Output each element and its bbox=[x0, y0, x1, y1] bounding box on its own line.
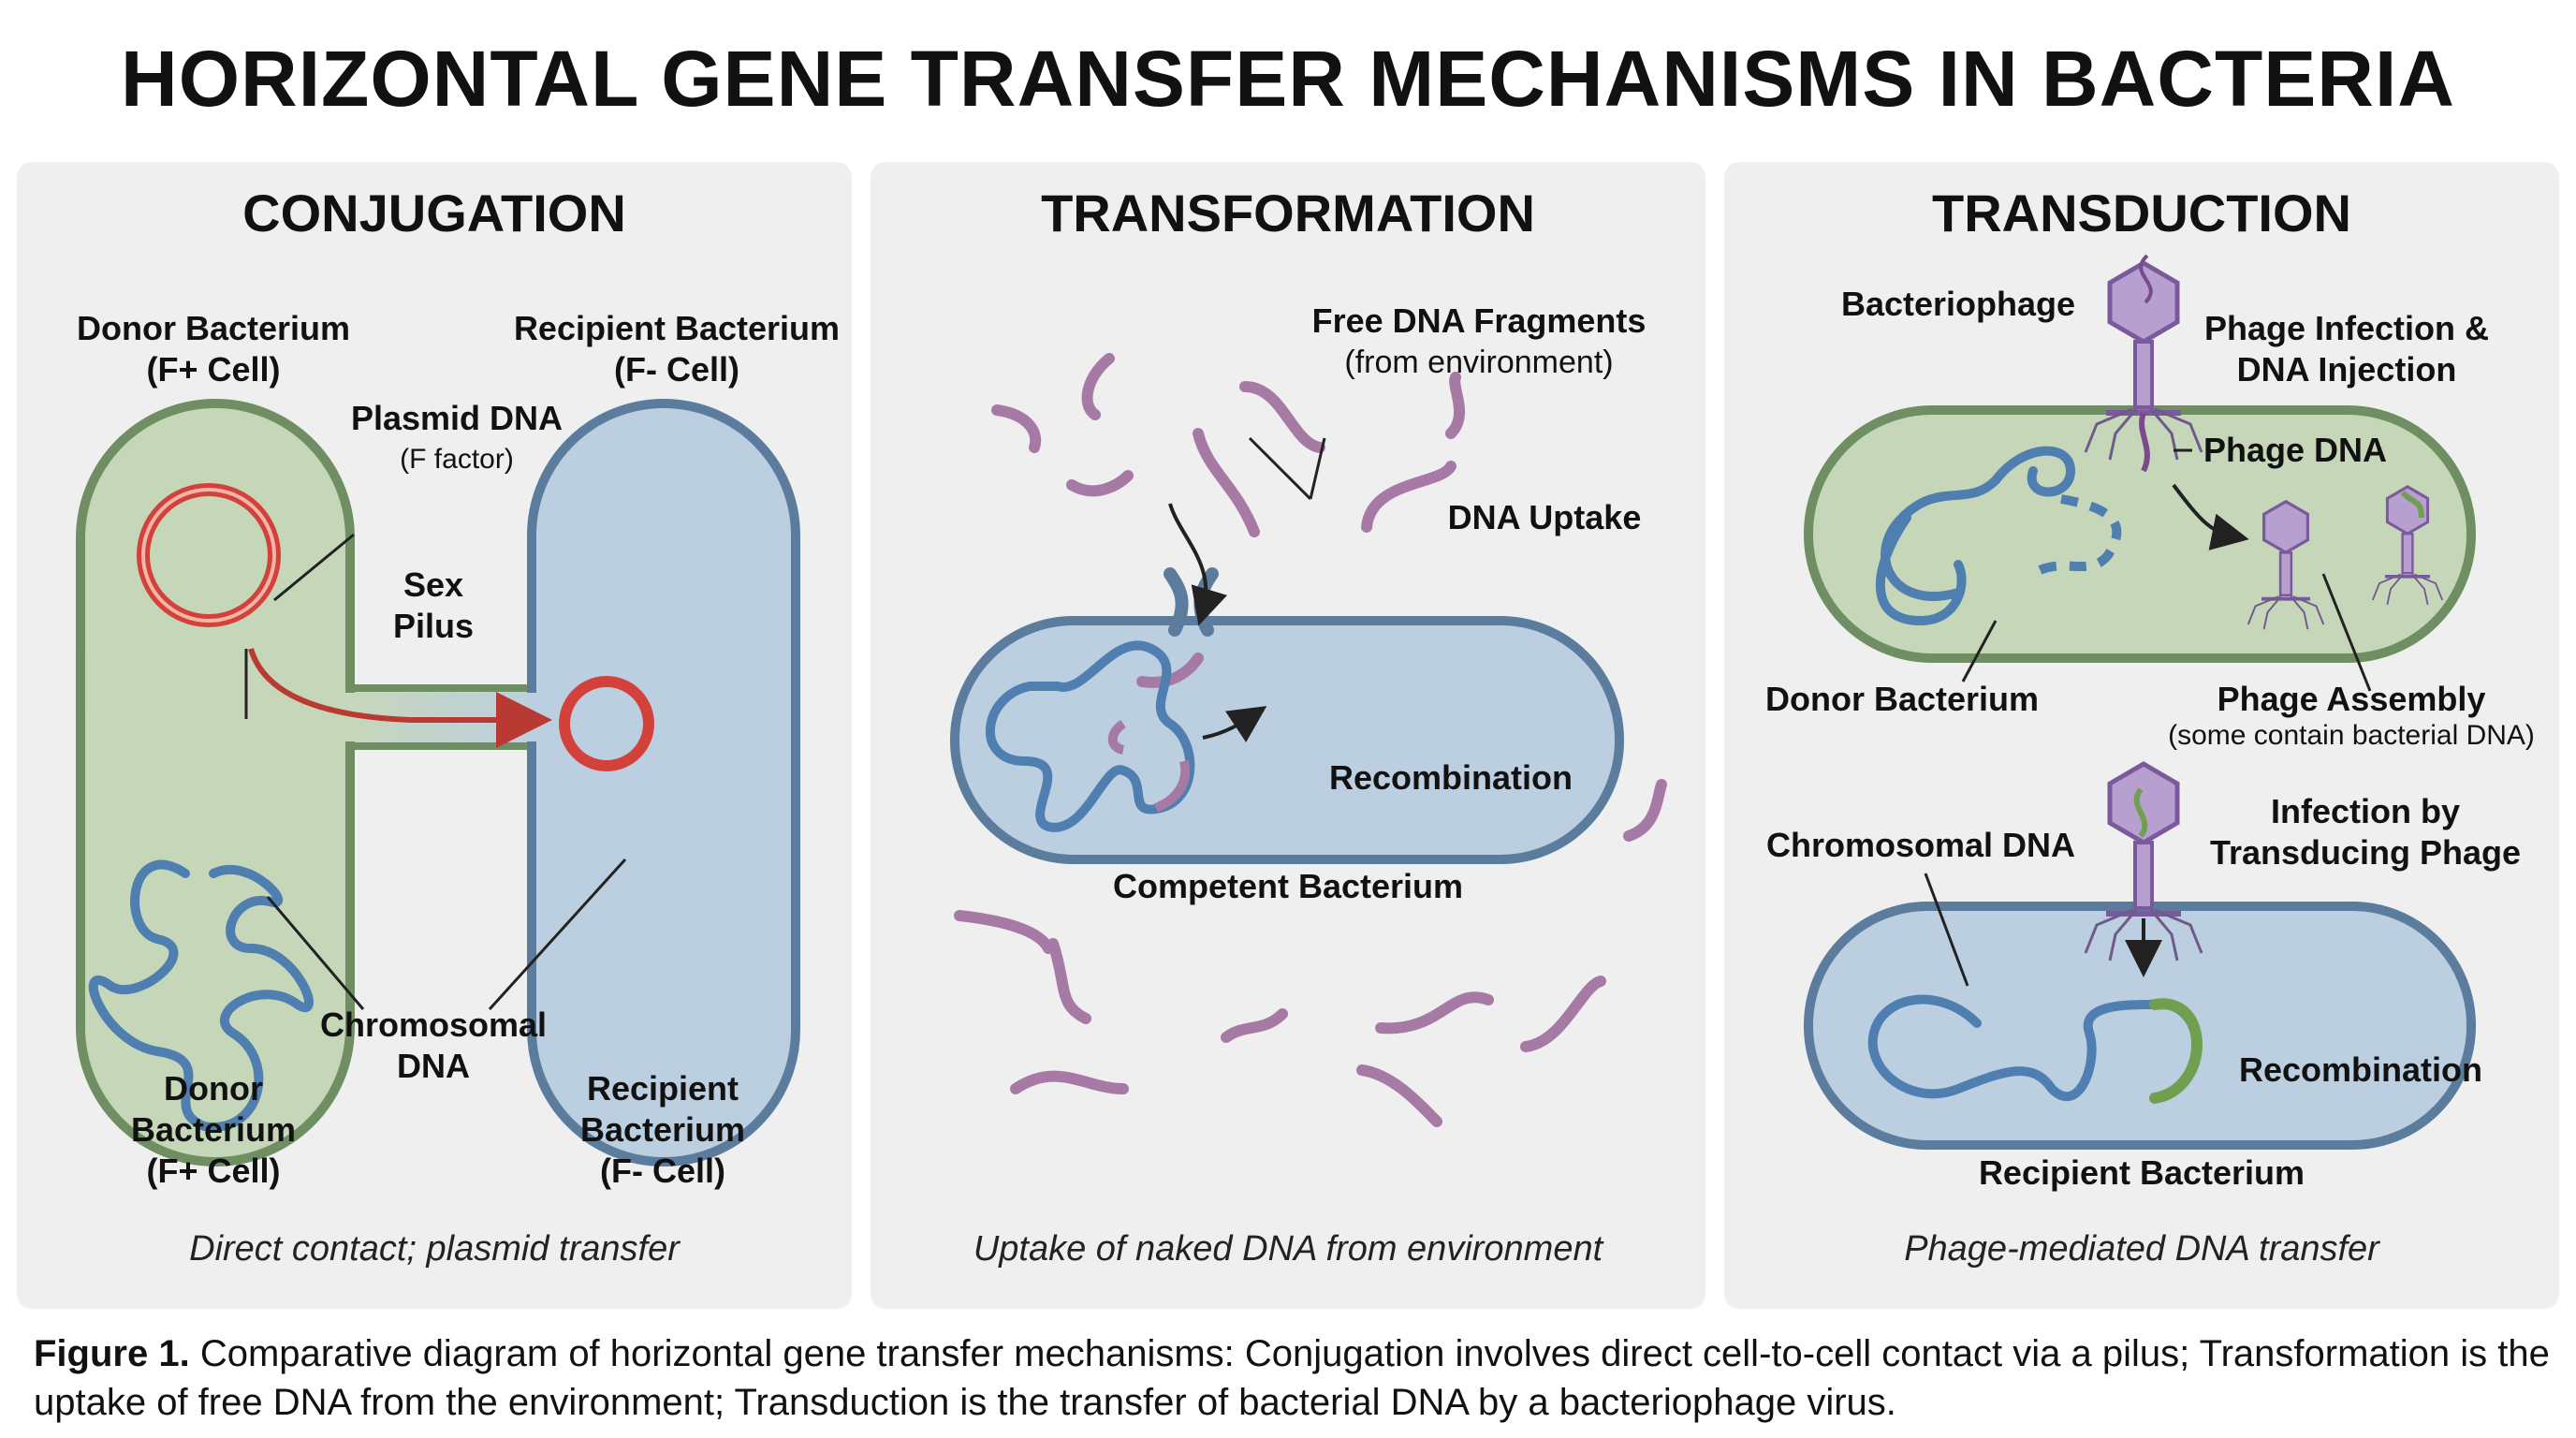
chromosome bbox=[986, 640, 1195, 832]
recipient-plasmid bbox=[559, 676, 654, 771]
plasmid-label: Plasmid DNA(F factor) bbox=[350, 399, 564, 475]
donor-cell bbox=[76, 399, 355, 1167]
competent-cell bbox=[950, 616, 1624, 864]
figure-caption: Figure 1. Comparative diagram of horizon… bbox=[34, 1329, 2552, 1427]
transformation-caption: Uptake of naked DNA from environment bbox=[973, 1229, 1603, 1269]
uptake-arrow-icon bbox=[1168, 503, 1228, 626]
transformation-diagram bbox=[950, 353, 1667, 1127]
conjugation-caption: Direct contact; plasmid transfer bbox=[189, 1229, 680, 1269]
recipient-cell bbox=[1804, 902, 2476, 1150]
recombination-arrow-icon bbox=[1202, 706, 1267, 742]
recombination-label: Recombination bbox=[2238, 1050, 2482, 1089]
fragments-label: Free DNA Fragments(from environment) bbox=[1311, 301, 1647, 380]
transfer-arrow-icon bbox=[248, 648, 552, 748]
panel-transduction: TRANSDUCTION bbox=[1724, 162, 2559, 1309]
free-dna-fragments bbox=[954, 353, 1667, 1127]
figure-label: Figure 1. bbox=[34, 1333, 190, 1374]
panel-title-transformation: TRANSFORMATION bbox=[1041, 183, 1535, 242]
transduction-caption: Phage-mediated DNA transfer bbox=[1904, 1229, 2379, 1269]
transduction-diagram bbox=[1804, 254, 2476, 1150]
chromosomal-dna bbox=[88, 859, 314, 1132]
panel-title-transduction: TRANSDUCTION bbox=[1932, 183, 2351, 242]
recipient-label: Recipient Bacterium bbox=[1978, 1153, 2305, 1192]
panel-conjugation: CONJUGATION bbox=[17, 162, 852, 1309]
panel-transformation: TRANSFORMATION bbox=[871, 162, 1705, 1309]
uptake-label: DNA Uptake bbox=[1447, 498, 1642, 536]
donor-label: Donor Bacterium bbox=[1764, 680, 2040, 718]
competent-label: Competent Bacterium bbox=[1112, 867, 1464, 905]
recipient-top-label: Recipient Bacterium(F- Cell) bbox=[513, 309, 841, 389]
panel-title-conjugation: CONJUGATION bbox=[242, 183, 626, 242]
bacteriophage-label: Bacteriophage bbox=[1840, 285, 2076, 323]
conjugation-diagram bbox=[76, 399, 800, 1167]
chromosomal-label: Chromosomal DNA bbox=[1765, 826, 2076, 864]
recombination-label: Recombination bbox=[1328, 758, 1573, 797]
infection-label: Phage Infection &DNA Injection bbox=[2203, 309, 2490, 389]
figure-text: Comparative diagram of horizontal gene t… bbox=[34, 1333, 2550, 1423]
recipient-cell bbox=[527, 399, 800, 1167]
assembly-label: Phage Assembly(some contain bacterial DN… bbox=[2168, 680, 2535, 751]
phage-dna-label: Phage DNA bbox=[2203, 431, 2388, 469]
donor-top-label: Donor Bacterium(F+ Cell) bbox=[76, 309, 351, 389]
main-title: HORIZONTAL GENE TRANSFER MECHANISMS IN B… bbox=[121, 35, 2455, 123]
